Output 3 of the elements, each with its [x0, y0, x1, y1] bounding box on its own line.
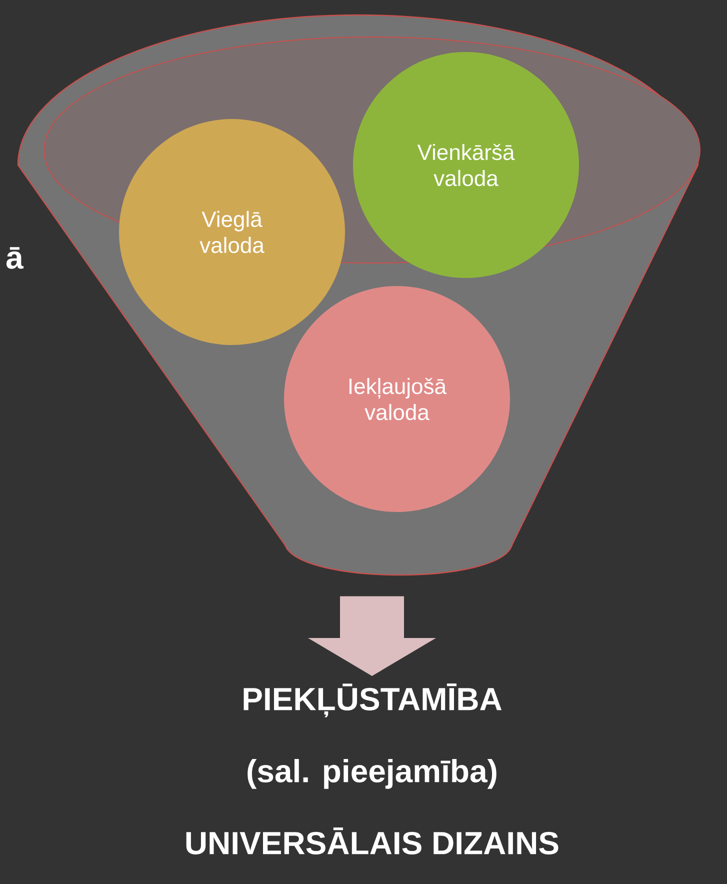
block-arrow [308, 596, 436, 676]
heading-text: PIEKĻŪSTAMĪBA (sal. pieejamība) UNIVERSĀLAIS DIZAINS [186, 684, 558, 854]
label-text: ā [6, 247, 24, 269]
